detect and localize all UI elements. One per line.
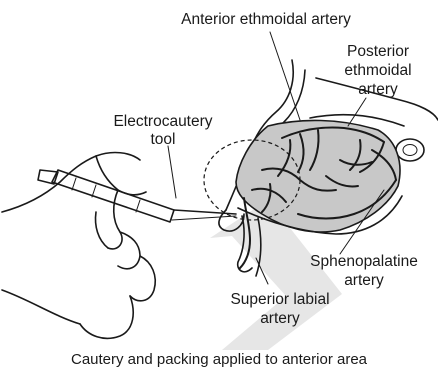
electrocautery-tool-icon (38, 170, 236, 222)
label-electrocautery-2: tool (151, 131, 176, 148)
label-posterior-ethmoidal-2: ethmoidal (344, 62, 411, 79)
label-anterior-ethmoidal: Anterior ethmoidal artery (181, 11, 351, 28)
hand-icon (2, 153, 155, 339)
label-posterior-ethmoidal-1: Posterior (347, 43, 409, 60)
label-sphenopalatine-1: Sphenopalatine (310, 253, 418, 270)
label-superior-labial-1: Superior labial (230, 291, 329, 308)
figure-caption: Cautery and packing applied to anterior … (71, 351, 368, 368)
label-sphenopalatine-2: artery (344, 272, 384, 289)
label-electrocautery-1: Electrocautery (113, 113, 212, 130)
label-posterior-ethmoidal-3: artery (358, 81, 398, 98)
label-superior-labial-2: artery (260, 310, 300, 327)
